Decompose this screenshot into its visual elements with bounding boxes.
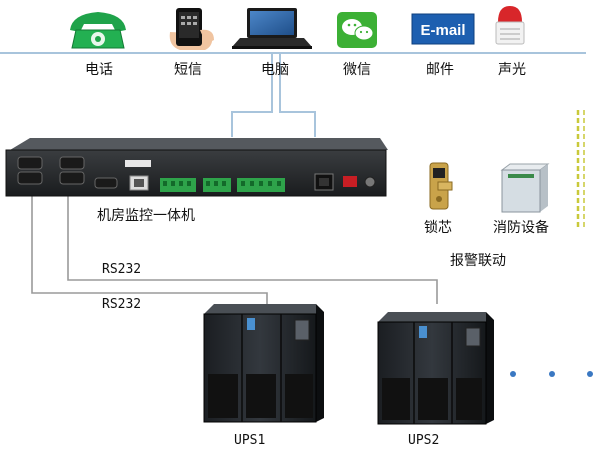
terminal-block bbox=[160, 178, 285, 192]
ups-cabinet-1 bbox=[203, 304, 324, 423]
notify-label-computer: 电脑 bbox=[261, 62, 289, 78]
monitoring-unit-icon bbox=[5, 138, 388, 197]
siren-icon bbox=[495, 6, 525, 45]
ups-label-2: UPS2 bbox=[408, 433, 440, 448]
serial-port bbox=[17, 156, 118, 189]
email-icon-text: E-mail bbox=[420, 22, 465, 39]
sms-icon bbox=[169, 8, 214, 50]
laptop-icon bbox=[232, 8, 312, 49]
email-icon: E-mail bbox=[411, 13, 475, 45]
notify-label-phone: 电话 bbox=[85, 62, 113, 78]
lock-icon bbox=[429, 162, 453, 210]
alarm-group-label: 报警联动 bbox=[450, 253, 506, 269]
ups-cabinet-2 bbox=[377, 312, 494, 425]
alarm-label-fire: 消防设备 bbox=[493, 220, 549, 236]
notify-label-siren: 声光 bbox=[498, 62, 526, 78]
wechat-icon bbox=[337, 12, 377, 48]
fire-equipment-icon bbox=[500, 163, 550, 213]
rs232-label-1: RS232 bbox=[102, 297, 142, 312]
notify-label-email: 邮件 bbox=[426, 62, 454, 78]
ups-label-1: UPS1 bbox=[234, 433, 266, 448]
more-ups-ellipsis bbox=[510, 371, 593, 377]
rs232-wire-2 bbox=[67, 193, 438, 304]
device-bus-connector-2 bbox=[279, 53, 316, 137]
phone-icon bbox=[70, 12, 126, 49]
device-label: 机房监控一体机 bbox=[97, 208, 195, 224]
rs232-label-2: RS232 bbox=[102, 262, 142, 277]
alarm-label-lock: 锁芯 bbox=[424, 220, 452, 236]
notify-label-sms: 短信 bbox=[174, 62, 202, 78]
rs232-wire-1 bbox=[31, 193, 268, 304]
notify-label-wechat: 微信 bbox=[343, 62, 371, 78]
device-bus-connector bbox=[231, 53, 273, 137]
